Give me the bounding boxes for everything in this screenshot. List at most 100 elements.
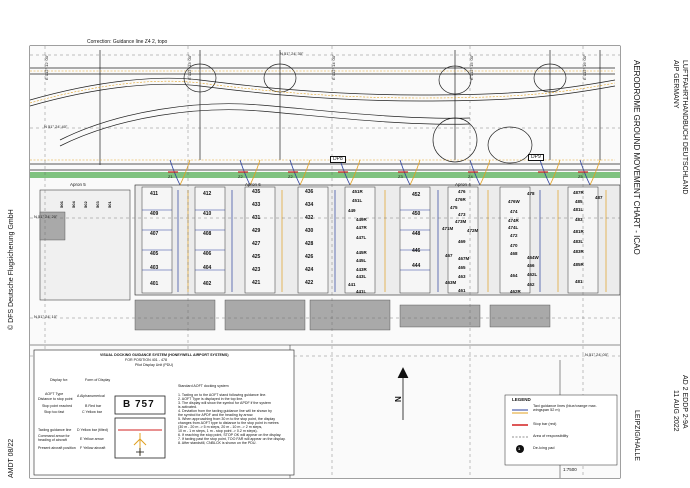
stand-label: 421 (252, 280, 261, 286)
stand-label: 474 (510, 209, 518, 214)
chart-title: AERODROME GROUND MOVEMENT CHART - ICAO (632, 60, 641, 255)
vdgs-step: 4. Deviation from the taxiing guidance l… (178, 409, 272, 413)
stand-label: 468 (510, 251, 518, 256)
stand-label: 423 (252, 267, 261, 273)
stand-label: 452 (412, 192, 421, 198)
correction-note: Correction: Guidance line Z4 2, topo (87, 39, 168, 45)
stand-label: 481 (575, 279, 583, 284)
vdgs-step: 5. When approaching from 30 m to the sto… (178, 417, 276, 421)
vdgs-command-arrow: Command arrow for heading of aircraft (38, 434, 70, 443)
stand-label: 472M (467, 228, 479, 233)
taxiway-network (29, 50, 616, 165)
vdgs-yellow-aircraft: F Yellow aircraft (80, 446, 106, 450)
stand-label: 406 (203, 251, 212, 257)
stand-label: 466 (527, 263, 535, 268)
stand-label: 478 (527, 191, 535, 196)
stand-label: 443R (356, 267, 367, 272)
stand-label: 448 (412, 231, 421, 237)
vdgs-step: (30 m - 20 m -> 5 m steps, 20 m - 10 m -… (178, 425, 263, 429)
vdgs-step: is activated. (178, 405, 197, 409)
stand-label: 441L (356, 289, 367, 294)
copyright: © DFS Deutsche Flugsicherung GmbH (8, 209, 15, 330)
stand-label: 485R (573, 262, 584, 267)
stand-label: 449 (348, 208, 356, 213)
vdgs-form-of-display: Form of Display (85, 378, 111, 382)
stand-label: 402 (203, 281, 212, 287)
stand-label: 464 (510, 273, 518, 278)
stand-label: 476W (508, 199, 520, 204)
stand-label: 462 (527, 282, 535, 287)
page-date: 11 AUG 2022 (672, 390, 679, 432)
stand-label: 424 (305, 267, 314, 273)
vdgs-display-for: Display for: (50, 378, 68, 382)
vdgs-distance: Distance to stop point (38, 397, 73, 401)
stand-label: 429 (252, 228, 261, 234)
pdu-display-text: B 757 (123, 399, 155, 410)
stand-label: 506 (59, 201, 64, 208)
north-arrow-graphic (397, 367, 409, 420)
stand-label: 451R (352, 189, 363, 194)
buildings (39, 211, 551, 331)
vdgs-subtitle2: Pilot Display Unit (PDU) (135, 363, 174, 367)
lon-label-4: E 012° 15' 00" (469, 54, 474, 80)
vdgs-step: 8. After standstill, CNBLCK is shown on … (178, 441, 257, 445)
stand-label: 487R (573, 190, 584, 195)
vdgs-taxiing: Taxiing guidance line (38, 428, 72, 432)
stand-label: 408 (203, 231, 212, 237)
stand-label: 502 (83, 201, 88, 208)
legend-deicing-mark: 1 (518, 446, 521, 451)
stand-label: 449R (356, 217, 367, 222)
vdgs-stop-fast: Stop too fast (44, 410, 65, 414)
vdgs-subtitle: FOR POSITION 401 - 478 (125, 358, 167, 362)
stand-label: 475 (450, 205, 458, 210)
stand-label: 432 (305, 215, 314, 221)
z-label: Z4 (468, 174, 473, 179)
stand-label: 430 (305, 228, 314, 234)
stand-label: 463M (445, 280, 457, 285)
vdgs-red-bar: B Red bar (85, 404, 102, 408)
stand-label: 447L (356, 235, 367, 240)
legend-title: LEGEND (512, 397, 531, 402)
stand-label: 472 (510, 233, 518, 238)
stand-label: 403 (150, 265, 159, 271)
stand-horizontal-lines (142, 209, 430, 271)
publisher-de: LUFTFAHRTHANDBUCH DEUTSCHLAND (681, 60, 688, 195)
stand-label: 487 (595, 195, 603, 200)
stand-label: 485 (575, 199, 583, 204)
stand-label: 446 (412, 248, 421, 254)
stand-label: 504 (71, 201, 76, 208)
vdgs-alpha: A Alphanumerical (77, 394, 105, 398)
z-label: Z2 (288, 174, 293, 179)
stand-label: 409 (150, 211, 159, 217)
stand-label: 462R (510, 289, 521, 294)
taxiway-centerlines (29, 70, 616, 161)
stand-label: 407 (150, 231, 159, 237)
vdgs-title: VISUAL DOCKING GUIDANCE SYSTEM (HONEYWEL… (100, 353, 229, 357)
apron-4-label: Apron 4 (455, 182, 471, 187)
stand-label: 447R (356, 225, 367, 230)
publisher-en: AIP GERMANY (672, 60, 679, 109)
page-ref: AD 2 EDDP 2-9A (681, 375, 688, 429)
stand-label: 441 (348, 282, 356, 287)
stand-columns (141, 186, 599, 294)
vdgs-step: changes from AOFT type to distance to th… (178, 421, 279, 425)
dp9-label: DP9 (528, 154, 544, 161)
stand-label: 422 (305, 280, 314, 286)
legend-deicing: De-Icing pad (533, 446, 555, 450)
stand-label: 427 (252, 241, 261, 247)
stand-label: 474L (508, 225, 519, 230)
legend-responsibility: Area of responsibility (533, 434, 569, 438)
legend-panel (504, 394, 618, 466)
stand-label: 401 (150, 281, 159, 287)
stand-label: 444 (412, 263, 421, 269)
stand-label: 425 (252, 254, 261, 260)
lon-label-1: E 012° 12' 00" (44, 54, 49, 80)
stand-label: 450 (412, 211, 421, 217)
vdgs-step: 3. The display will show the symbol for … (178, 401, 271, 405)
stand-label: 435 (252, 189, 261, 195)
lon-label-3: E 012° 14' 00" (331, 54, 336, 80)
stand-label: 463 (458, 274, 466, 279)
stand-label: 462L (527, 272, 538, 277)
